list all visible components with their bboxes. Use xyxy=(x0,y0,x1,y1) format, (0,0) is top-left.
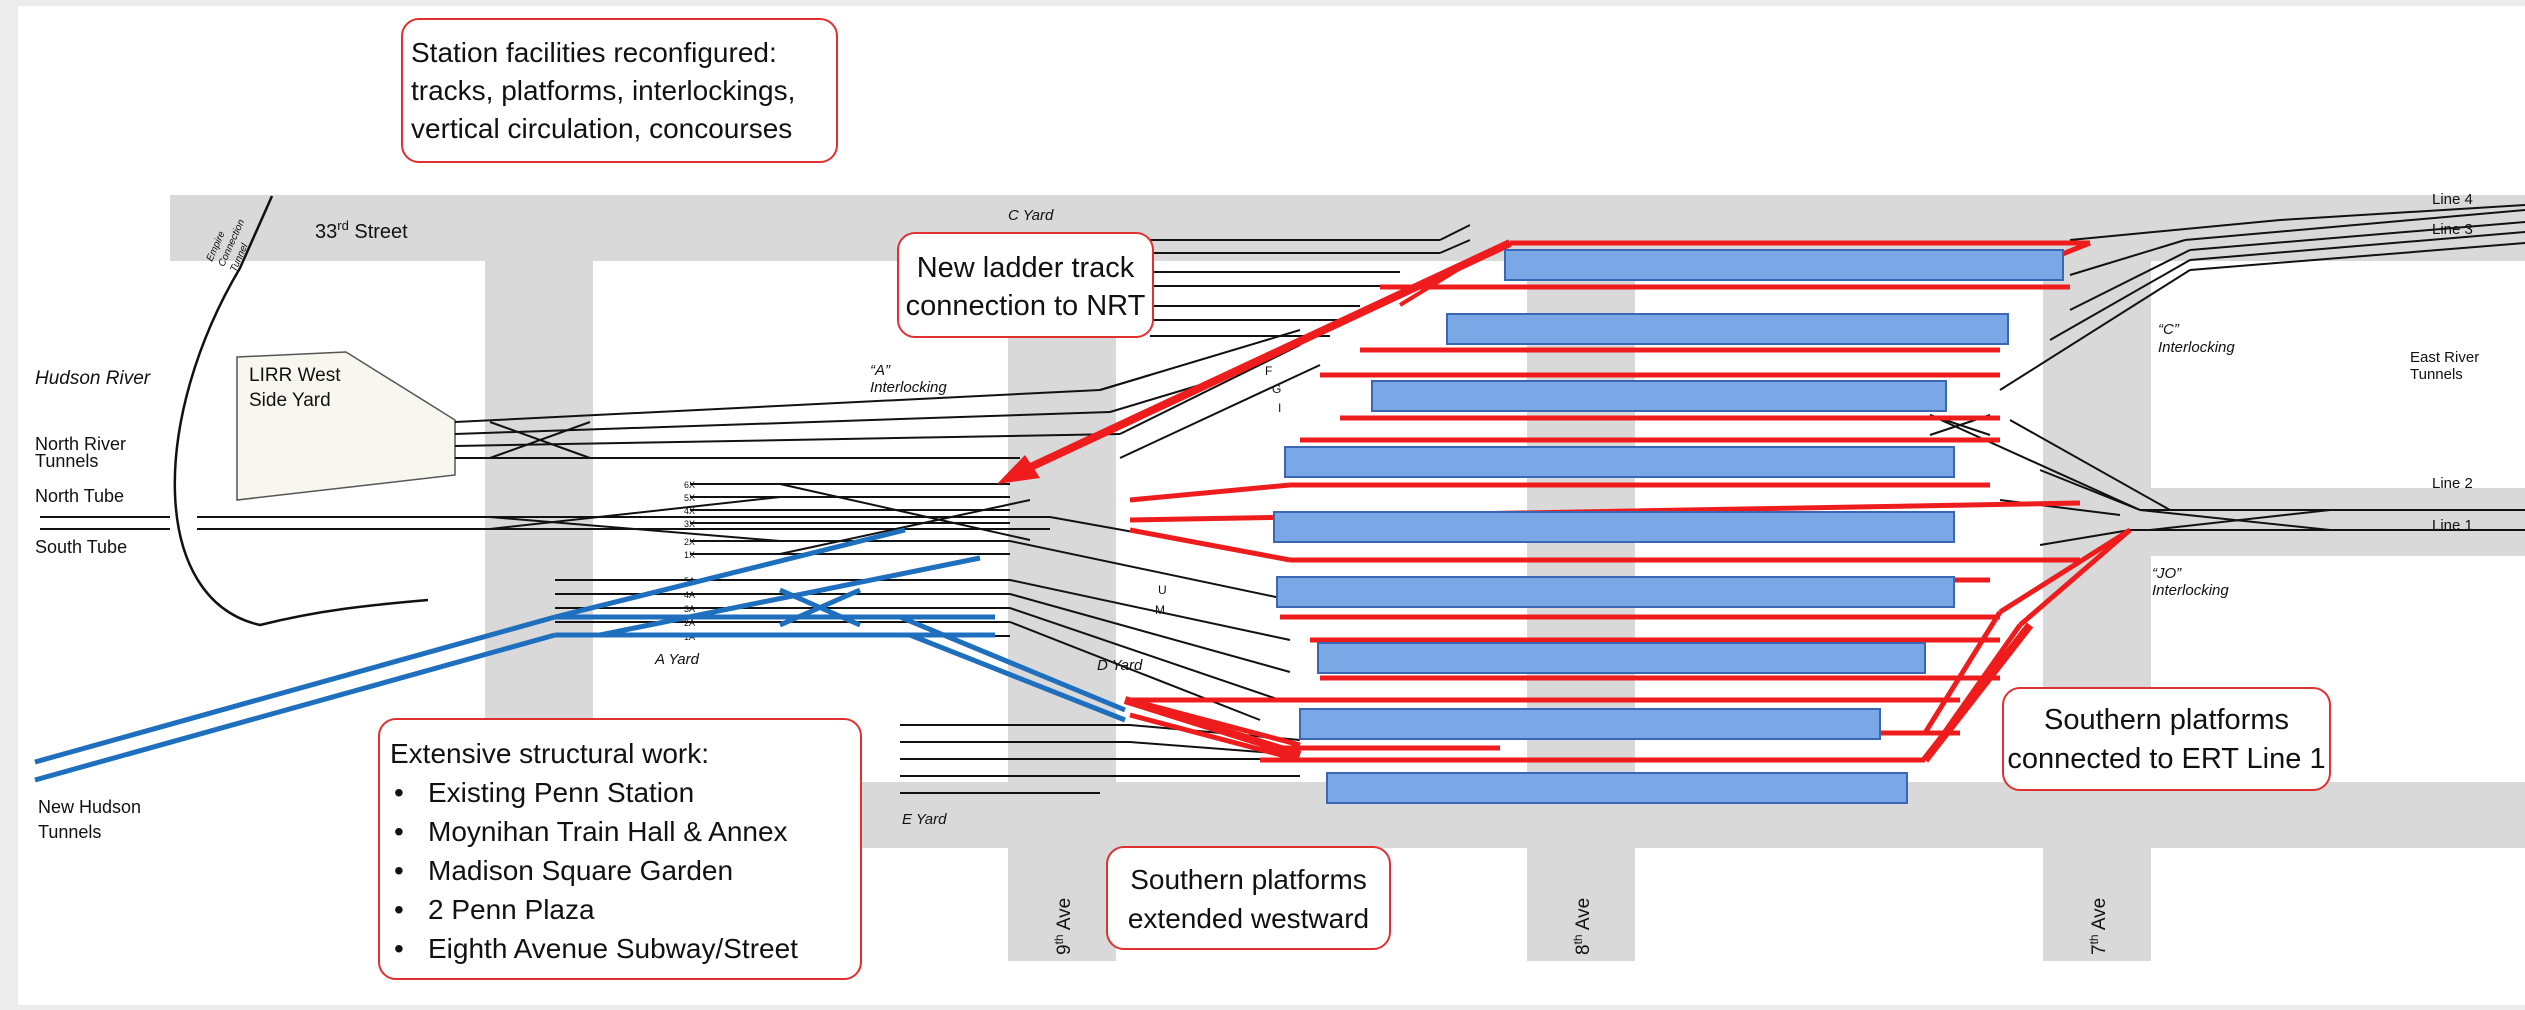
new-hudson-tunnels-label-1: New Hudson xyxy=(38,797,141,817)
hudson-river-label: Hudson River xyxy=(35,368,151,389)
platform xyxy=(1326,772,1908,804)
callout-line: extended westward xyxy=(1127,903,1370,934)
switch-letter: U xyxy=(1158,583,1167,597)
callout-line: Southern platforms xyxy=(2043,704,2289,736)
avenue-8-band xyxy=(1527,261,1635,961)
line-1-label: Line 1 xyxy=(2432,517,2473,534)
street-band-west xyxy=(485,261,593,721)
callout-line: vertical circulation, concourses xyxy=(411,113,793,144)
callout-southern-west: Southern platforms extended westward xyxy=(1106,846,1391,950)
structural-item: Existing Penn Station xyxy=(390,773,860,812)
e-yard-label: E Yard xyxy=(902,811,947,828)
east-river-tunnels-label-2: Tunnels xyxy=(2410,366,2463,383)
track-mark: 3X xyxy=(684,519,695,529)
jo-interlocking-label-1: “JO” xyxy=(2152,565,2182,582)
existing-tracks xyxy=(40,204,2525,794)
track-mark: 1X xyxy=(684,550,695,560)
callout-station-facilities: Station facilities reconfigured: tracks,… xyxy=(401,18,838,163)
a-interlocking-label-1: “A” xyxy=(870,362,891,379)
avenue-9-band xyxy=(1008,261,1116,961)
platforms xyxy=(1273,249,2064,804)
callout-line: connected to ERT Line 1 xyxy=(2007,743,2326,775)
callout-structural-work: Extensive structural work: Existing Penn… xyxy=(378,718,862,980)
structural-item: 2 Penn Plaza xyxy=(390,890,860,929)
platform xyxy=(1317,642,1926,674)
street-33-label: 33rd Street xyxy=(315,218,408,243)
platform xyxy=(1284,446,1955,478)
c-interlocking-label-1: “C” xyxy=(2158,321,2180,338)
ladder-arrowhead xyxy=(997,455,1040,484)
structural-list: Existing Penn Station Moynihan Train Hal… xyxy=(390,773,860,968)
d-yard-label: D Yard xyxy=(1097,657,1143,674)
empire-connection-curve xyxy=(173,195,429,627)
track-mark: 6X xyxy=(684,480,695,490)
track-mark: 3A xyxy=(684,604,695,614)
platform xyxy=(1371,380,1947,412)
switch-letter: M xyxy=(1155,603,1165,617)
north-tube-label: North Tube xyxy=(35,486,124,506)
avenue-7-label: 7th Ave xyxy=(2087,898,2110,955)
street-bands xyxy=(170,195,2525,961)
ladder-track xyxy=(1018,239,2034,763)
c-interlocking-label-2: Interlocking xyxy=(2158,339,2235,356)
switch-letter: I xyxy=(1278,401,1281,415)
c-yard-label: C Yard xyxy=(1008,207,1054,224)
platform xyxy=(1273,511,1955,543)
platform xyxy=(1276,576,1955,608)
lirr-yard-shape xyxy=(236,351,456,501)
lirr-yard-label-2: Side Yard xyxy=(249,390,331,411)
switch-letter: F xyxy=(1265,364,1272,378)
a-yard-label: A Yard xyxy=(654,651,700,668)
callout-line: tracks, platforms, interlockings, xyxy=(411,75,796,106)
line-2-label: Line 2 xyxy=(2432,475,2473,492)
line-4-label: Line 4 xyxy=(2432,191,2473,208)
track-mark: 2A xyxy=(684,618,695,628)
platform xyxy=(1446,313,2009,345)
track-mark: 2X xyxy=(684,537,695,547)
callout-title: Extensive structural work: xyxy=(390,738,709,769)
street-33-band xyxy=(170,195,2525,261)
callout-ladder-track: New ladder track connection to NRT xyxy=(897,232,1154,338)
callout-line: New ladder track xyxy=(916,252,1135,284)
avenue-9-label: 9th Ave xyxy=(1052,898,1075,955)
east-river-tunnels-label-1: East River xyxy=(2410,349,2479,366)
structural-item: Moynihan Train Hall & Annex xyxy=(390,812,860,851)
track-mark: 4A xyxy=(684,590,695,600)
callout-line: Station facilities reconfigured: xyxy=(411,37,777,68)
new-hudson-tunnels-label-2: Tunnels xyxy=(38,822,101,842)
structural-item: Eighth Avenue Subway/Street xyxy=(390,929,860,968)
structural-item: Madison Square Garden xyxy=(390,851,860,890)
lirr-yard-label-1: LIRR West xyxy=(249,365,341,386)
platform xyxy=(1504,249,2064,281)
platform xyxy=(1299,708,1881,740)
switch-letter: G xyxy=(1272,382,1281,396)
north-river-tunnels-label-1: North River xyxy=(35,434,126,454)
north-river-tunnels-label-2: Tunnels xyxy=(35,451,98,471)
south-tube-label: South Tube xyxy=(35,537,127,557)
track-mark: 4X xyxy=(684,506,695,516)
avenue-7-band xyxy=(2043,261,2151,961)
callout-line: Southern platforms xyxy=(1130,864,1367,895)
line-3-label: Line 3 xyxy=(2432,221,2473,238)
avenue-8-label: 8th Ave xyxy=(1571,898,1594,955)
diagram-labels: 33rd Street Empire Connection Tunnel C Y… xyxy=(35,191,2479,955)
new-tracks xyxy=(1129,240,2132,763)
a-interlocking-label-2: Interlocking xyxy=(870,379,947,396)
callout-line: connection to NRT xyxy=(905,290,1146,322)
hudson-tunnel-tracks xyxy=(34,527,1126,783)
track-mark: 5X xyxy=(684,493,695,503)
jo-interlocking-label-2: Interlocking xyxy=(2152,582,2229,599)
callout-southern-ert: Southern platforms connected to ERT Line… xyxy=(2002,687,2331,791)
